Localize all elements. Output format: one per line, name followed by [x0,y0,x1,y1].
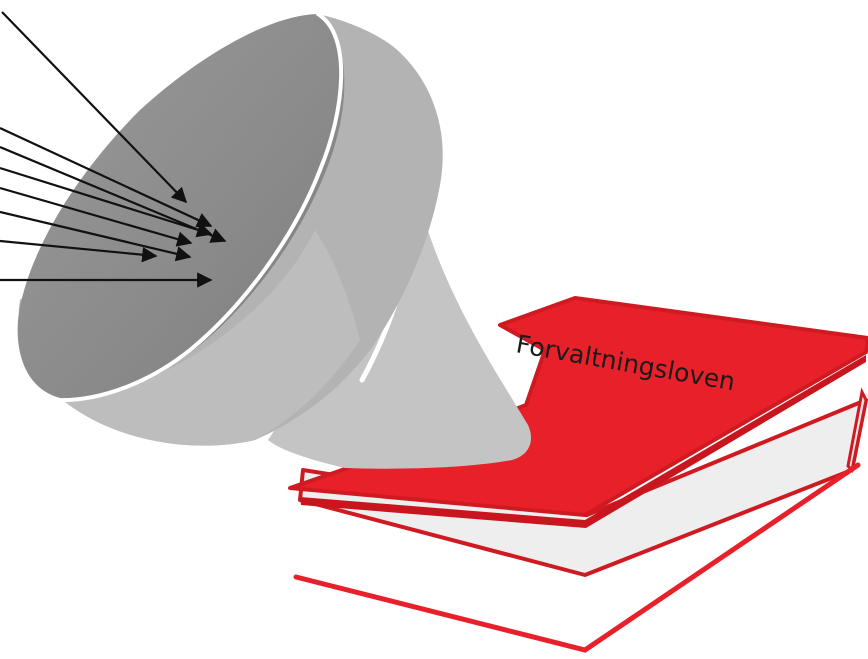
funnel [18,14,531,469]
